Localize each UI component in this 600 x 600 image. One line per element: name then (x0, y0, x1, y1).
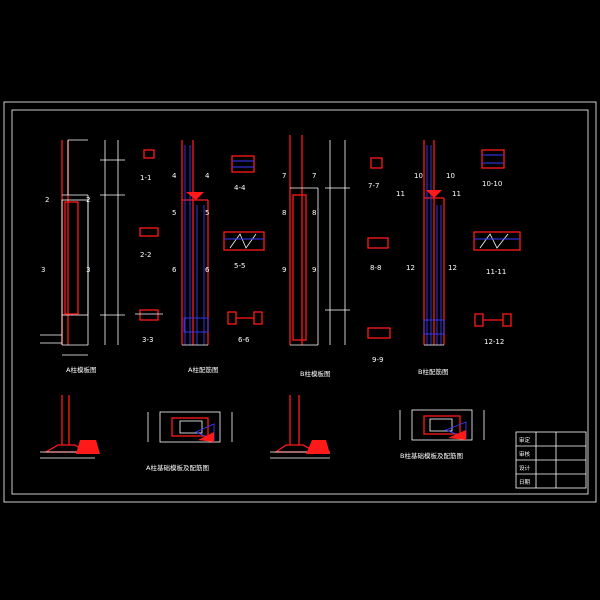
svg-text:10: 10 (446, 172, 455, 180)
label-section-4-4: 4-4 (234, 184, 246, 192)
sections-4-6: 4-4 5-5 6-6 (223, 155, 265, 344)
svg-text:10: 10 (414, 172, 423, 180)
label-section-3-3: 3-3 (142, 336, 153, 344)
title-foundation-b: B柱基础模板及配筋图 (400, 451, 463, 460)
title-col-a-elev: A柱模板图 (66, 365, 96, 374)
sections-7-9: 7-7 8-8 9-9 (367, 157, 391, 364)
svg-text:3: 3 (41, 266, 45, 274)
label-section-9-9: 9-9 (372, 356, 383, 364)
col-b-elevation: 7 7 8 8 9 9 B柱模板图 (282, 135, 350, 378)
svg-text:9: 9 (312, 266, 316, 274)
svg-text:2: 2 (45, 196, 49, 204)
svg-text:8: 8 (282, 209, 286, 217)
sections-1-3: 1-1 2-2 3-3 (135, 149, 163, 344)
svg-text:11: 11 (396, 190, 405, 198)
label-section-2-2: 2-2 (140, 251, 151, 259)
title-block: 审定 审核 设计 日期 (515, 431, 587, 489)
col-b-rebar: 10 10 11 11 12 12 B柱配筋图 (396, 140, 461, 376)
col-a-rebar: 4 4 5 5 6 6 A柱配筋图 (172, 140, 218, 374)
label-section-11-11: 11-11 (486, 268, 506, 276)
svg-text:2: 2 (86, 196, 90, 204)
svg-text:6: 6 (205, 266, 210, 274)
label-section-12-12: 12-12 (484, 338, 504, 346)
col-a-elevation: 2 3 2 3 A柱模板图 (40, 139, 125, 374)
title-block-row-2: 审核 (519, 450, 531, 458)
svg-text:4: 4 (172, 172, 177, 180)
label-section-8-8: 8-8 (370, 264, 381, 272)
title-block-row-1: 审定 (519, 436, 531, 444)
label-section-7-7: 7-7 (368, 182, 379, 190)
label-section-1-1: 1-1 (140, 174, 151, 182)
label-section-5-5: 5-5 (234, 262, 245, 270)
title-col-a-rebar: A柱配筋图 (188, 365, 218, 374)
svg-text:7: 7 (312, 172, 316, 180)
foundation-b: B柱基础模板及配筋图 (270, 395, 485, 460)
svg-text:3: 3 (86, 266, 90, 274)
label-section-10-10: 10-10 (482, 180, 502, 188)
svg-text:6: 6 (172, 266, 177, 274)
svg-text:11: 11 (452, 190, 461, 198)
svg-text:12: 12 (406, 264, 415, 272)
outer-border (3, 101, 597, 503)
title-col-b-rebar: B柱配筋图 (418, 367, 448, 376)
svg-text:9: 9 (282, 266, 286, 274)
inner-border (11, 109, 589, 495)
title-block-row-3: 设计 (519, 464, 531, 472)
svg-text:12: 12 (448, 264, 457, 272)
svg-text:5: 5 (205, 209, 209, 217)
sections-10-12: 10-10 11-11 12-12 (473, 149, 521, 346)
svg-text:7: 7 (282, 172, 286, 180)
title-foundation-a: A柱基础模板及配筋图 (146, 463, 209, 472)
svg-text:4: 4 (205, 172, 210, 180)
title-block-row-4: 日期 (519, 479, 531, 486)
title-col-b-elev: B柱模板图 (300, 369, 330, 378)
svg-text:5: 5 (172, 209, 176, 217)
foundation-a: A柱基础模板及配筋图 (40, 395, 233, 472)
label-section-6-6: 6-6 (238, 336, 250, 344)
svg-text:8: 8 (312, 209, 316, 217)
